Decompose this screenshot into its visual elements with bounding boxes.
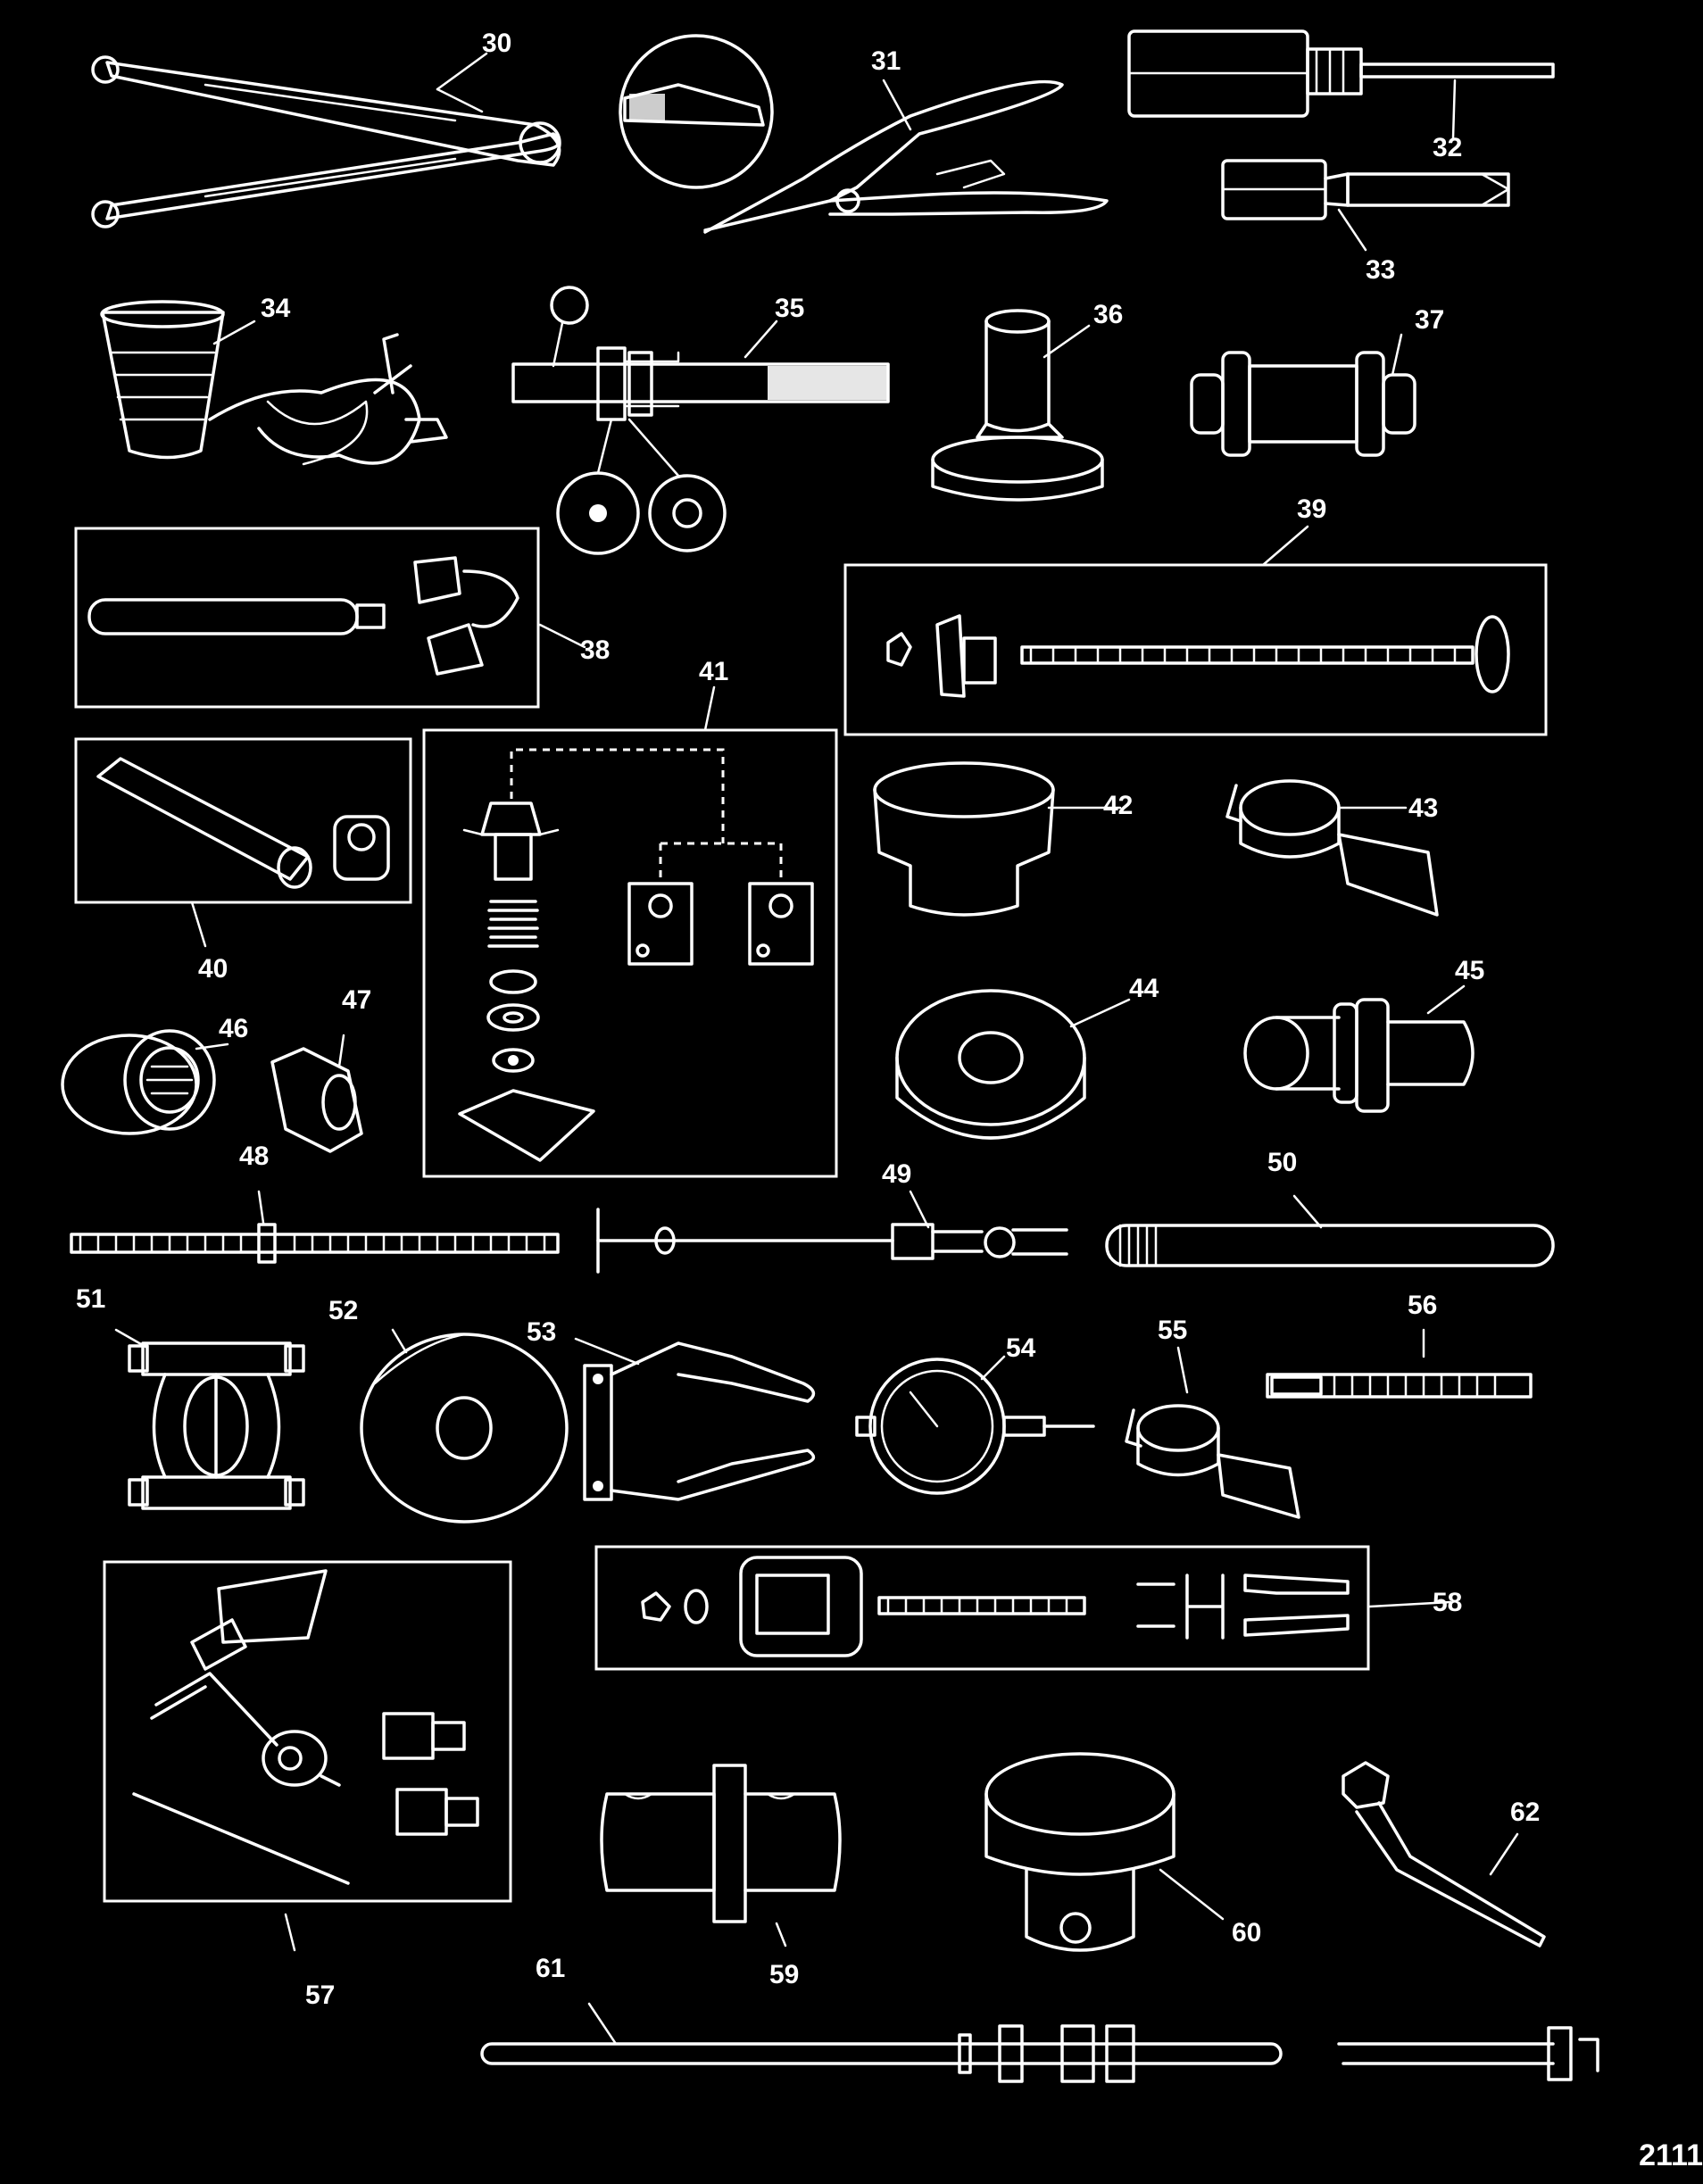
callout-59: 59	[769, 1960, 799, 1989]
tool-49-slide-hammer	[596, 1208, 1068, 1274]
callout-37: 37	[1415, 305, 1444, 335]
tool-32-driver	[1127, 29, 1555, 118]
tool-43-clamp	[1225, 779, 1439, 917]
callout-47: 47	[342, 985, 371, 1015]
callout-44: 44	[1129, 974, 1159, 1003]
callout-35: 35	[775, 294, 804, 323]
callout-43: 43	[1408, 793, 1438, 823]
tool-35-shaft-assembly	[511, 286, 890, 555]
tool-50-rod	[1105, 1224, 1555, 1267]
tool-34-heater	[100, 300, 448, 466]
callout-30: 30	[482, 29, 511, 58]
callout-57: 57	[305, 1981, 335, 2010]
tool-45-sleeve	[1243, 998, 1475, 1113]
tool-54-dial-indicator	[855, 1358, 1095, 1495]
leader-lines	[114, 52, 1519, 2046]
tool-44-disc	[895, 989, 1086, 1140]
callout-36: 36	[1093, 300, 1123, 329]
tool-60-installer	[984, 1752, 1175, 1952]
tool-42-cup	[873, 761, 1055, 917]
tool-61-bar	[480, 2024, 1599, 2083]
callout-41: 41	[699, 657, 728, 686]
callout-40: 40	[198, 954, 228, 984]
callout-49: 49	[882, 1159, 911, 1189]
tool-55-clamp	[1125, 1404, 1300, 1519]
tool-53-pliers	[583, 1341, 816, 1501]
tool-36-installer	[931, 309, 1104, 502]
callout-61: 61	[536, 1954, 565, 1983]
tool-51-bearing-separator	[128, 1341, 305, 1510]
callout-51: 51	[76, 1284, 105, 1314]
callout-39: 39	[1297, 494, 1326, 524]
tool-31-pliers	[619, 34, 1109, 234]
callout-46: 46	[219, 1014, 248, 1043]
callout-50: 50	[1267, 1148, 1297, 1177]
tool-41-kit	[422, 728, 838, 1178]
callout-33: 33	[1366, 255, 1395, 285]
tool-59-sleeve	[600, 1764, 842, 1923]
callout-52: 52	[328, 1296, 358, 1325]
tool-33-driver	[1221, 159, 1510, 220]
callout-54: 54	[1006, 1333, 1036, 1363]
callout-58: 58	[1433, 1588, 1462, 1617]
tool-39-puller	[843, 563, 1548, 736]
tool-46-threaded-nut	[61, 1029, 216, 1135]
callout-53: 53	[527, 1317, 556, 1347]
tool-52-disc	[360, 1333, 569, 1524]
callout-48: 48	[239, 1142, 269, 1171]
tool-30-spanner-wrench	[91, 55, 561, 228]
tool-62-wrench	[1342, 1761, 1546, 1947]
figure-reference-number: 2111	[1639, 2138, 1703, 2172]
callout-42: 42	[1103, 791, 1133, 820]
tool-56-threaded-rod	[1266, 1373, 1533, 1399]
callout-31: 31	[871, 46, 901, 76]
tool-37-sleeve	[1190, 351, 1416, 457]
callout-56: 56	[1408, 1291, 1437, 1320]
callout-38: 38	[580, 635, 610, 665]
callout-45: 45	[1455, 956, 1484, 985]
callout-32: 32	[1433, 133, 1462, 162]
tool-47-hex-socket	[270, 1047, 363, 1153]
callout-62: 62	[1510, 1798, 1540, 1827]
tool-48-threaded-rod	[70, 1223, 560, 1264]
tool-40-sleeve-kit	[74, 737, 412, 904]
callout-60: 60	[1232, 1918, 1261, 1947]
tool-38-kit	[74, 527, 540, 709]
tool-57-kit	[103, 1560, 512, 1903]
callout-55: 55	[1158, 1316, 1187, 1345]
callout-34: 34	[261, 294, 291, 323]
tool-58-puller-kit	[594, 1545, 1370, 1671]
callout-labels: 30 31 32 33 34 35 36 37 38 39 40 41 42 4…	[76, 29, 1540, 2010]
